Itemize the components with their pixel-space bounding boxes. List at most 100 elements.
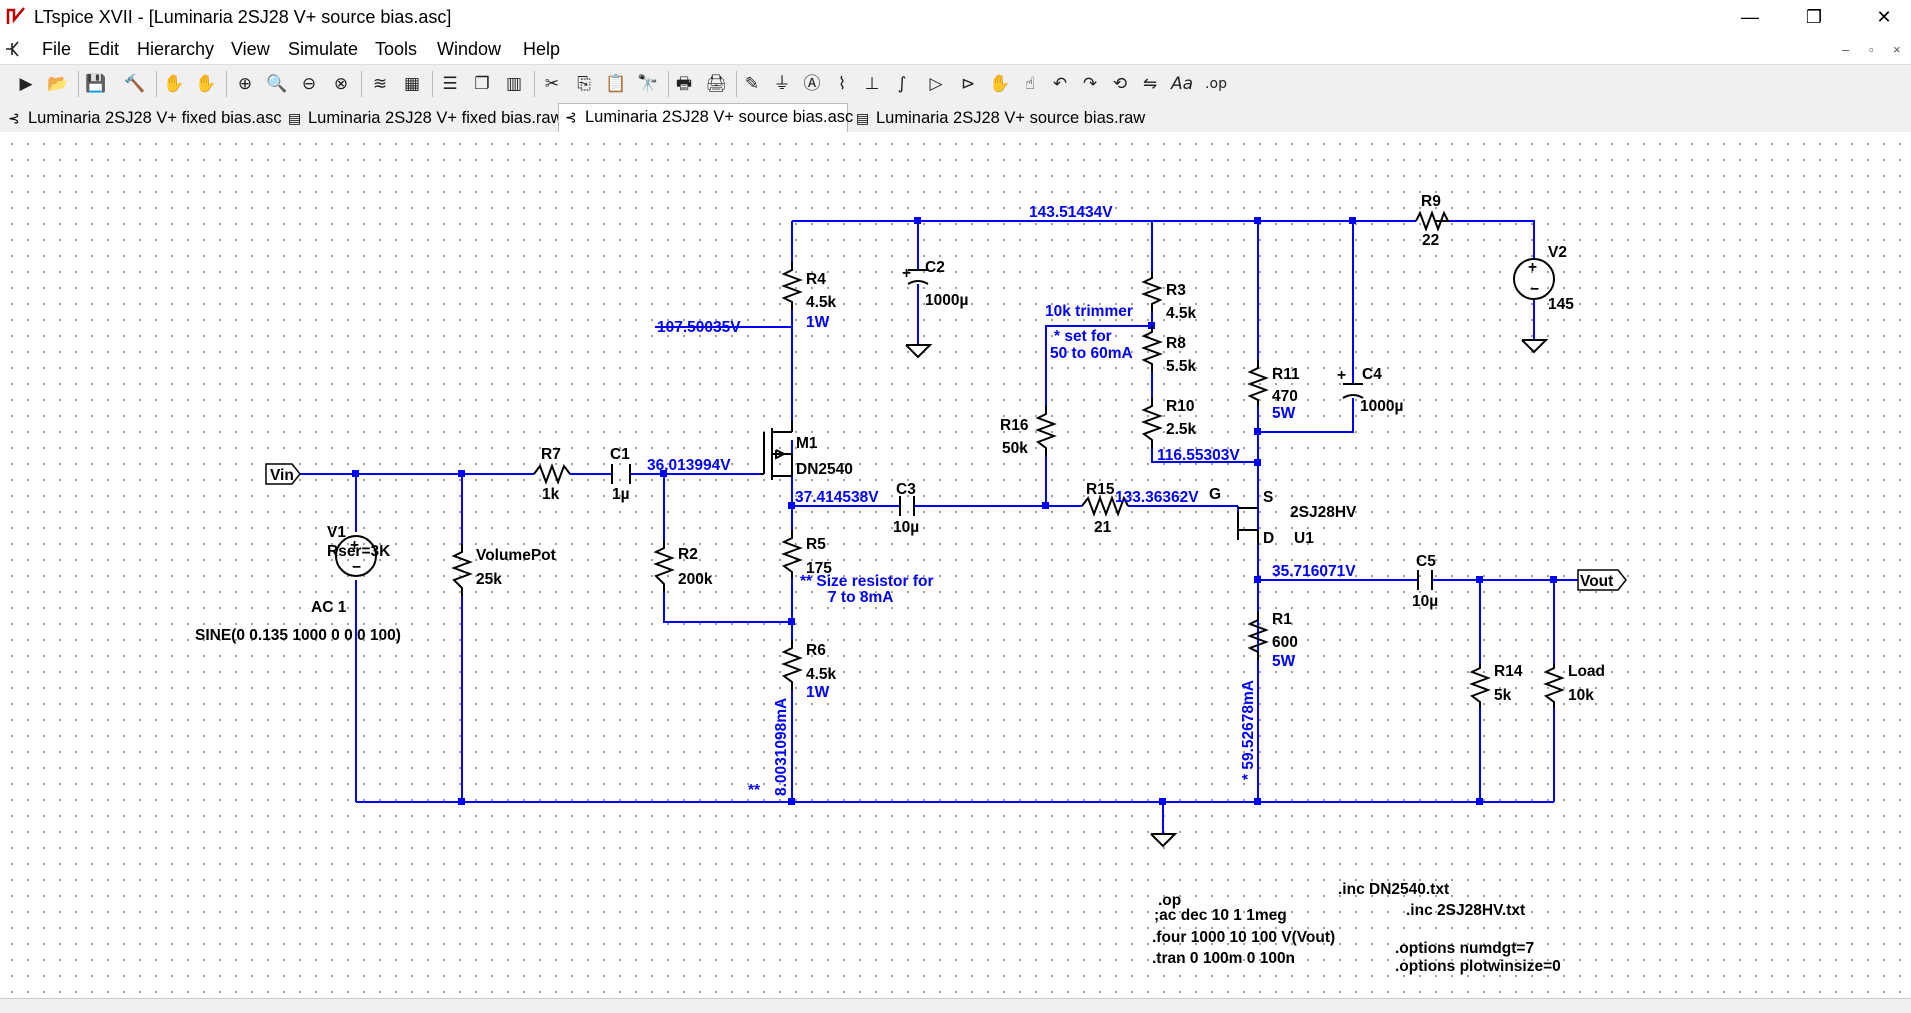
resistor-r14-symbol[interactable] — [1469, 664, 1491, 708]
r1-value: 600 — [1272, 634, 1298, 651]
copy-icon[interactable]: ⎘ — [577, 74, 591, 94]
cascade-icon[interactable]: ❐ — [474, 74, 490, 94]
undo-icon[interactable]: ↶ — [1052, 74, 1068, 94]
spice-directive-icon[interactable]: .op — [1205, 76, 1227, 92]
print-setup-icon[interactable]: 🖨 — [705, 74, 727, 94]
resistor-r8-symbol[interactable] — [1141, 326, 1163, 372]
node-voltages: 143.51434V 107.50035V 36.013994V 37.4145… — [647, 204, 1356, 580]
r5-value: 175 — [806, 560, 832, 577]
net-label-vout[interactable]: Vout — [1577, 569, 1627, 591]
zoom-icon[interactable]: 🔍 — [266, 74, 288, 94]
resistor-icon[interactable]: ⌇ — [837, 74, 847, 94]
grid-icon[interactable]: ▦ — [403, 74, 421, 94]
voltage-source-v2-symbol[interactable]: + − — [1513, 258, 1555, 300]
voltage-m1-gate: 36.013994V — [647, 457, 731, 474]
text-icon[interactable]: Aa — [1170, 74, 1194, 94]
capacitor-c1-symbol[interactable] — [611, 464, 631, 484]
capacitor-c2-symbol[interactable]: + — [902, 265, 929, 285]
capacitor-c5-symbol[interactable] — [1417, 570, 1433, 590]
resistor-r5-symbol[interactable] — [781, 530, 803, 578]
resistor-r4-symbol[interactable] — [781, 262, 803, 310]
resistor-r6-symbol[interactable] — [781, 640, 803, 690]
mdi-restore-button[interactable]: ▫ — [1869, 42, 1874, 57]
toolbar-separator — [668, 71, 669, 97]
diode-icon[interactable]: ▷ — [929, 74, 943, 94]
resistor-r11-symbol[interactable] — [1247, 360, 1269, 406]
menu-window[interactable]: Window — [437, 39, 502, 59]
pan-icon[interactable]: ✋ — [195, 74, 217, 94]
save-icon[interactable]: 💾 — [85, 74, 107, 94]
resistor-r2-symbol[interactable] — [653, 540, 675, 592]
print-icon[interactable]: 🖶 — [675, 74, 693, 94]
resistor-r9-symbol[interactable] — [1415, 210, 1450, 232]
toolbar-separator — [736, 71, 737, 97]
jfet-u1-symbol[interactable] — [1237, 507, 1259, 545]
ground-icon[interactable]: ⏚ — [773, 74, 791, 94]
spice-directives[interactable]: .op ;ac dec 10 1 1meg .four 1000 10 100 … — [1152, 881, 1561, 975]
mirror-icon[interactable]: ⇋ — [1142, 74, 1158, 94]
menu-edit[interactable]: Edit — [88, 39, 120, 59]
paste-icon[interactable]: 📋 — [605, 74, 627, 94]
r7-name: R7 — [541, 446, 561, 463]
tab-fixed-bias-asc[interactable]: ⊰ Luminaria 2SJ28 V+ fixed bias.asc — [2, 105, 282, 131]
capacitor-c3-symbol[interactable] — [899, 496, 915, 516]
menu-simulate[interactable]: Simulate — [288, 39, 359, 59]
resistor-r16-symbol[interactable] — [1035, 406, 1057, 456]
close-button[interactable]: ✕ — [1876, 7, 1892, 27]
zoom-in-icon[interactable]: ⊕ — [237, 74, 253, 94]
cut-icon[interactable]: ✂ — [544, 74, 560, 94]
menu-view[interactable]: View — [231, 39, 270, 59]
inductor-icon[interactable]: ∫ — [897, 74, 907, 94]
find-icon[interactable]: 🔭 — [637, 74, 659, 94]
tile-horizontal-icon[interactable]: ☰ — [442, 74, 458, 94]
schematic-doc-icon[interactable] — [4, 38, 26, 60]
resistor-r10-symbol[interactable] — [1141, 398, 1163, 448]
run-icon[interactable]: ▶ — [19, 74, 33, 94]
wires — [300, 220, 1578, 834]
tab-fixed-bias-raw[interactable]: ▤ Luminaria 2SJ28 V+ fixed bias.raw — [282, 105, 563, 131]
move-icon[interactable]: ✋ — [989, 74, 1011, 94]
resistor-load-symbol[interactable] — [1543, 664, 1565, 708]
redo-icon[interactable]: ↷ — [1082, 74, 1098, 94]
draw-wire-icon[interactable]: ✎ — [744, 74, 760, 94]
r6-name: R6 — [806, 642, 826, 659]
r3-value: 4.5k — [1166, 305, 1197, 322]
rotate-icon[interactable]: ⟲ — [1112, 74, 1128, 94]
menu-hierarchy[interactable]: Hierarchy — [137, 39, 215, 59]
r9-value: 22 — [1422, 232, 1439, 249]
tab-source-bias-asc[interactable]: ⊰ Luminaria 2SJ28 V+ source bias.asc — [558, 103, 853, 133]
menu-help[interactable]: Help — [523, 39, 561, 59]
tile-vertical-icon[interactable]: ▥ — [505, 74, 523, 94]
schematic-canvas[interactable] — [0, 132, 1911, 998]
open-icon[interactable]: 📂 — [47, 74, 69, 94]
mdi-minimize-button[interactable]: – — [1842, 42, 1850, 57]
resistor-r3-symbol[interactable] — [1141, 272, 1163, 312]
net-label-vin[interactable]: Vin — [265, 463, 301, 485]
label-net-icon[interactable]: Ⓐ — [803, 74, 821, 94]
menu-file[interactable]: File — [42, 39, 72, 59]
voltage-source-v1-symbol[interactable]: + − — [335, 535, 377, 577]
mdi-close-button[interactable]: × — [1893, 42, 1901, 57]
menu-tools[interactable]: Tools — [375, 39, 418, 59]
drag-icon[interactable]: ☝ — [1024, 74, 1036, 94]
toolbar: ▶ 📂 💾 🔨 ✋ ✋ ⊕ 🔍 ⊖ ⊗ ≋ ▦ ☰ ❐ ▥ ✂ ⎘ 📋 🔭 🖶 … — [0, 64, 1911, 104]
resistor-volumepot-symbol[interactable] — [451, 544, 473, 596]
svg-text:Vout: Vout — [1580, 573, 1613, 590]
mosfet-m1-symbol[interactable] — [760, 420, 793, 480]
control-panel-icon[interactable]: 🔨 — [124, 74, 146, 94]
toolbar-separator — [78, 71, 79, 97]
resistor-r7-symbol[interactable] — [533, 463, 571, 485]
zoom-out-icon[interactable]: ⊖ — [301, 74, 317, 94]
minimize-button[interactable]: — — [1741, 7, 1759, 27]
component-icon[interactable]: ⊳ — [960, 74, 976, 94]
zoom-fit-icon[interactable]: ⊗ — [333, 74, 349, 94]
tab-source-bias-raw[interactable]: ▤ Luminaria 2SJ28 V+ source bias.raw — [850, 105, 1145, 131]
resistor-r1-symbol[interactable] — [1247, 612, 1269, 660]
resistor-r15-symbol[interactable] — [1081, 495, 1129, 517]
capacitor-icon[interactable]: ⊥ — [864, 74, 880, 94]
capacitor-c4-symbol[interactable]: + — [1337, 367, 1364, 399]
restore-button[interactable]: ❐ — [1805, 7, 1823, 27]
halt-icon[interactable]: ✋ — [163, 74, 185, 94]
autorange-icon[interactable]: ≋ — [372, 74, 388, 94]
